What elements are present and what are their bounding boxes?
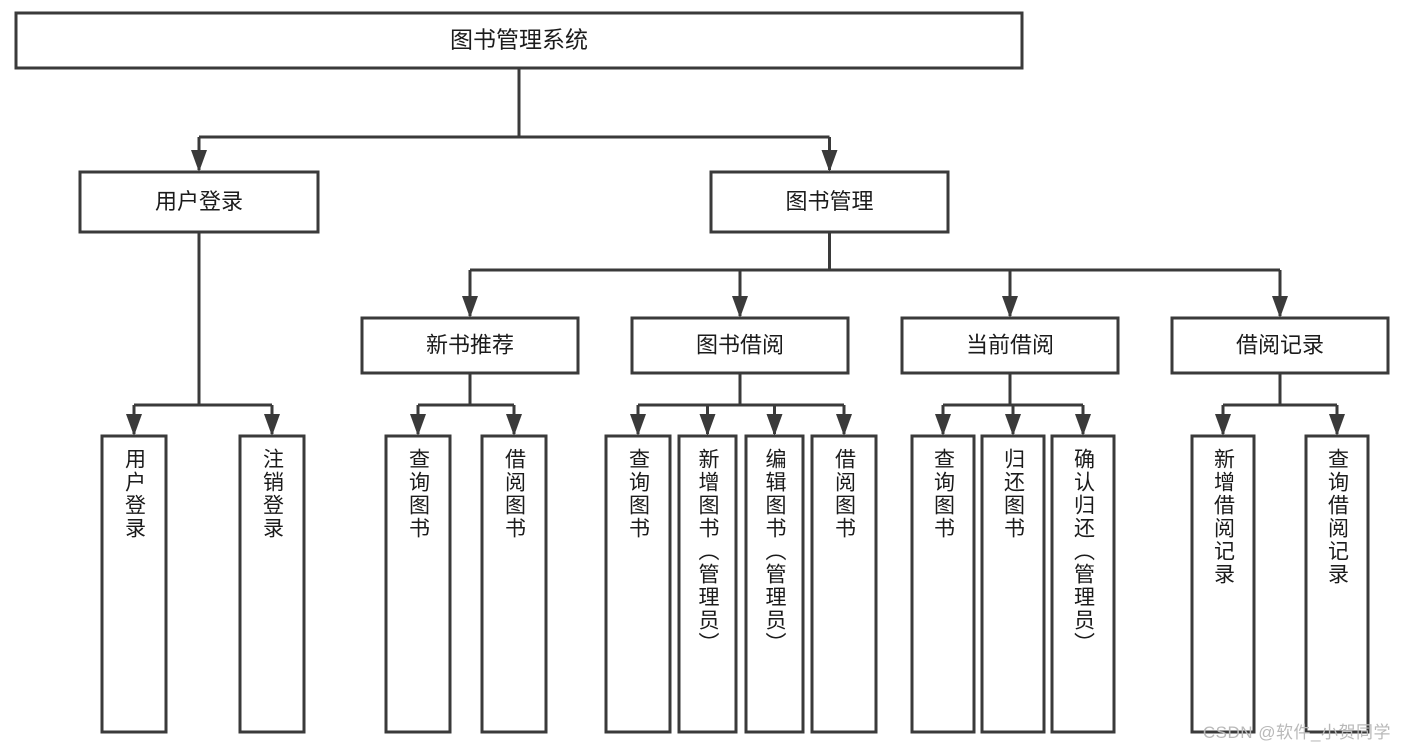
node-box-leaf-12 [1304,434,1370,734]
arrow-head-icon-leaf-2-3 [836,414,852,436]
node-box-l2-0 [78,170,320,234]
arrow-head-icon-leaf-0-0 [126,414,142,436]
node-leaf-1[interactable] [238,434,306,734]
arrow-head-icon-leaf-2-1 [699,414,716,436]
node-l3-3[interactable] [1170,316,1390,375]
node-leaf-8[interactable] [910,434,976,734]
node-leaf-12[interactable] [1304,434,1370,734]
arrow-head-icon-root-1 [821,150,838,172]
arrow-head-icon-leaf-4-1 [1329,414,1345,436]
arrow-head-icon-root-0 [191,150,207,172]
node-box-leaf-9 [980,434,1046,734]
node-box-leaf-5 [677,434,738,734]
node-leaf-10[interactable] [1050,434,1116,734]
node-box-layer [14,11,1390,734]
arrow-head-icon-mgmt-2 [1002,296,1018,318]
node-box-leaf-7 [810,434,878,734]
node-label-l2-0: 用户登录 [155,189,243,214]
node-leaf-4[interactable] [604,434,672,734]
node-l3-0[interactable] [360,316,580,375]
arrow-head-icon-leaf-0-1 [264,414,280,436]
node-box-leaf-10 [1050,434,1116,734]
arrow-head-icon-leaf-3-1 [1005,414,1021,436]
node-box-leaf-0 [100,434,168,734]
node-box-leaf-6 [744,434,805,734]
node-leaf-2[interactable] [384,434,452,734]
node-box-l3-1 [630,316,850,375]
node-leaf-9[interactable] [980,434,1046,734]
node-box-leaf-4 [604,434,672,734]
node-box-leaf-3 [480,434,548,734]
arrow-head-icon-leaf-3-2 [1075,414,1091,436]
node-box-l3-2 [900,316,1120,375]
node-label-l2-1: 图书管理 [785,189,873,214]
node-leaf-5[interactable] [677,434,738,734]
node-l2-1[interactable] [709,170,950,234]
node-label-root-0: 图书管理系统 [450,27,588,53]
arrow-head-icon-leaf-2-2 [766,414,783,436]
node-box-leaf-1 [238,434,306,734]
node-l3-2[interactable] [900,316,1120,375]
node-box-l3-3 [1170,316,1390,375]
node-box-leaf-11 [1190,434,1256,734]
node-label-l3-0: 新书推荐 [426,332,514,357]
node-l3-1[interactable] [630,316,850,375]
arrow-head-icon-mgmt-1 [732,296,748,318]
connector-layer [126,68,1345,436]
node-label-l3-1: 图书借阅 [696,332,784,357]
arrow-head-icon-leaf-1-0 [410,414,426,436]
node-box-l3-0 [360,316,580,375]
node-label-l3-3: 借阅记录 [1236,332,1324,357]
node-leaf-6[interactable] [744,434,805,734]
arrow-head-icon-leaf-2-0 [630,414,646,436]
node-leaf-0[interactable] [100,434,168,734]
arrow-head-icon-leaf-3-0 [935,414,951,436]
node-label-l3-2: 当前借阅 [966,332,1054,357]
node-leaf-7[interactable] [810,434,878,734]
node-box-leaf-8 [910,434,976,734]
node-root-0[interactable] [14,11,1024,70]
node-box-root-0 [14,11,1024,70]
node-leaf-11[interactable] [1190,434,1256,734]
node-box-l2-1 [709,170,950,234]
arrow-head-icon-mgmt-0 [462,296,478,318]
arrow-head-icon-mgmt-3 [1272,296,1288,318]
node-box-leaf-2 [384,434,452,734]
arrow-head-icon-leaf-1-1 [506,414,522,436]
arrow-head-icon-leaf-4-0 [1215,414,1231,436]
node-l2-0[interactable] [78,170,320,234]
node-leaf-3[interactable] [480,434,548,734]
